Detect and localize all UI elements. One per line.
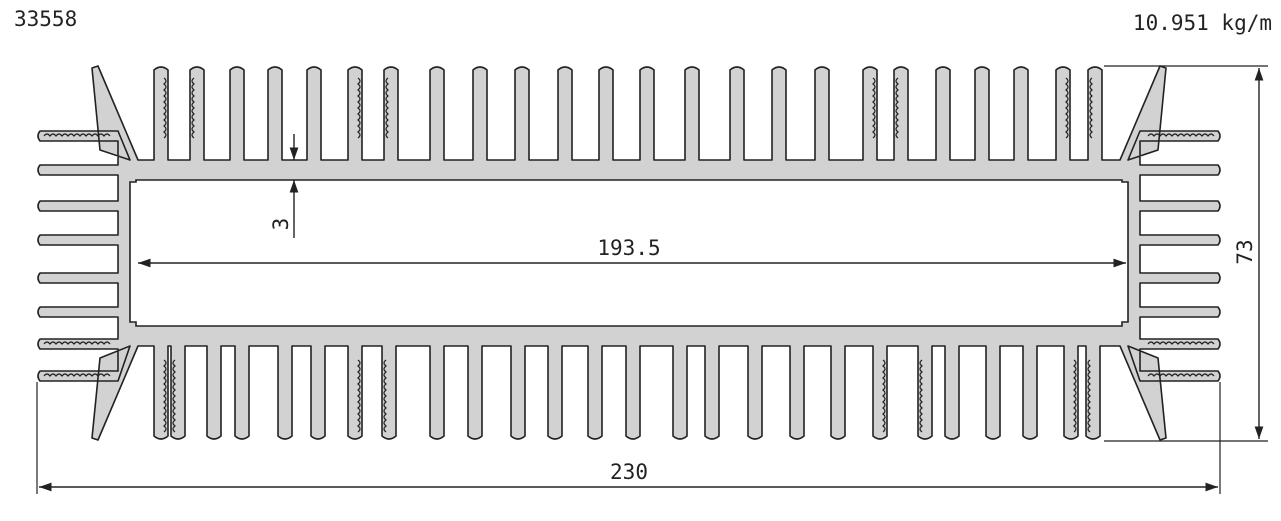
- fin-groove: [1065, 77, 1069, 139]
- dimension-overall-width: 230: [36, 382, 1221, 494]
- overall-width-label: 230: [610, 460, 648, 484]
- fin-groove: [191, 77, 195, 139]
- fin-groove: [1147, 341, 1215, 345]
- fin-groove: [172, 359, 176, 433]
- fin-groove: [1147, 373, 1215, 377]
- dimension-overall-height: 73: [1104, 65, 1268, 442]
- inner-cavity: [129, 179, 1129, 327]
- fin-groove: [163, 77, 167, 139]
- fin-groove: [919, 359, 923, 433]
- wall-thickness-label: 3: [269, 218, 293, 231]
- fin-groove: [357, 77, 361, 139]
- fin-groove: [163, 359, 167, 433]
- fin-groove: [1087, 359, 1091, 433]
- heatsink-profile: [37, 65, 1221, 441]
- part-number: 33558: [14, 7, 77, 31]
- fin-groove: [357, 359, 361, 433]
- fin-groove: [872, 77, 876, 139]
- dimension-wall-thickness: 3: [269, 134, 299, 238]
- fin-groove: [1073, 359, 1077, 433]
- dimension-inner-width: 193.5: [138, 236, 1126, 268]
- fin-groove: [1147, 133, 1215, 137]
- fin-groove: [1089, 77, 1093, 139]
- fin-groove: [895, 77, 899, 139]
- fin-groove: [43, 133, 111, 137]
- fin-groove: [385, 77, 389, 139]
- overall-height-label: 73: [1233, 239, 1257, 264]
- inner-width-label: 193.5: [597, 236, 660, 260]
- fin-groove: [882, 359, 886, 433]
- fin-grooves: [43, 77, 1215, 433]
- fin-groove: [43, 341, 111, 345]
- weight-label: 10.951 kg/m: [1133, 11, 1272, 35]
- fin-groove: [383, 359, 387, 433]
- fin-groove: [43, 373, 111, 377]
